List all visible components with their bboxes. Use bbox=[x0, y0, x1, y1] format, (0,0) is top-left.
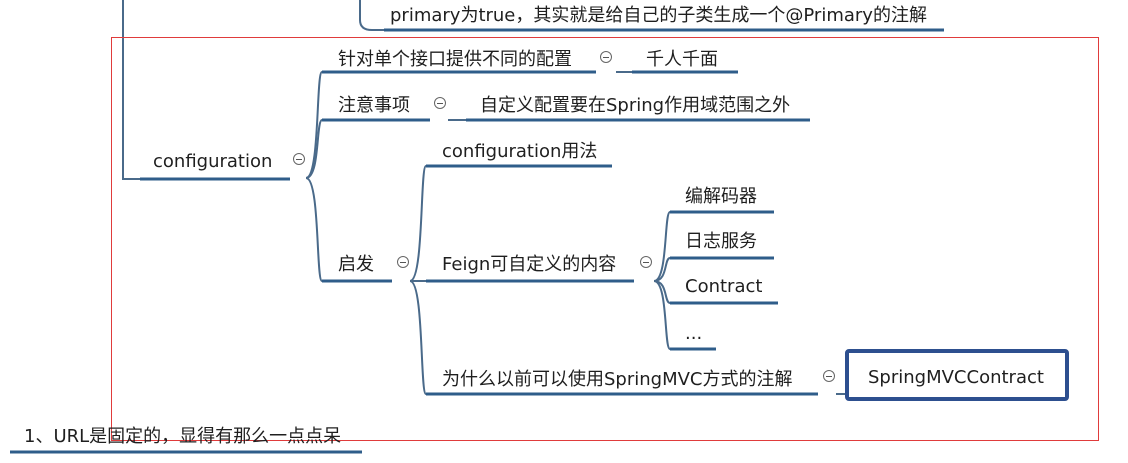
connector-parent-to-root bbox=[122, 0, 140, 180]
node-inspiration[interactable]: 启发 bbox=[338, 254, 374, 275]
selection-frame bbox=[111, 37, 1099, 441]
connector-feign-codec bbox=[653, 211, 671, 282]
connector-root-inspiration bbox=[305, 177, 323, 282]
node-bottom-note[interactable]: 1、URL是固定的，显得有那么一点点呆 bbox=[24, 426, 342, 447]
node-configuration-usage[interactable]: configuration用法 bbox=[442, 141, 598, 162]
connector-parent-to-top-note bbox=[359, 0, 384, 31]
node-springmvc-contract[interactable]: SpringMVCContract bbox=[868, 367, 1044, 388]
node-root-configuration[interactable]: configuration bbox=[153, 151, 273, 172]
connector-feign-logger bbox=[653, 257, 671, 282]
connector-inspiration-why bbox=[409, 280, 427, 395]
connector-feign-more bbox=[653, 280, 671, 350]
collapse-notes-icon[interactable] bbox=[434, 97, 446, 109]
connector-root-per-interface bbox=[305, 71, 323, 179]
collapse-per-interface-icon[interactable] bbox=[600, 51, 612, 63]
node-feign-item-logger[interactable]: 日志服务 bbox=[685, 231, 757, 252]
node-feign-item-contract[interactable]: Contract bbox=[685, 276, 763, 297]
connector-inspiration-usage bbox=[409, 165, 427, 282]
collapse-root-icon[interactable] bbox=[293, 153, 305, 165]
node-feign-customizable[interactable]: Feign可自定义的内容 bbox=[442, 254, 617, 275]
node-per-interface-child[interactable]: 千人千面 bbox=[646, 49, 718, 70]
collapse-inspiration-icon[interactable] bbox=[397, 256, 409, 268]
node-per-interface-config[interactable]: 针对单个接口提供不同的配置 bbox=[338, 49, 572, 70]
highlight-frame bbox=[845, 349, 1069, 401]
node-notes[interactable]: 注意事项 bbox=[338, 95, 410, 116]
node-feign-item-more[interactable]: ... bbox=[685, 323, 703, 344]
connector-root-notes bbox=[305, 119, 323, 179]
node-why-springmvc[interactable]: 为什么以前可以使用SpringMVC方式的注解 bbox=[442, 369, 793, 390]
node-top-note[interactable]: primary为true，其实就是给自己的子类生成一个@Primary的注解 bbox=[390, 5, 927, 26]
collapse-why-icon[interactable] bbox=[823, 370, 835, 382]
node-feign-item-codec[interactable]: 编解码器 bbox=[685, 186, 757, 207]
node-notes-child[interactable]: 自定义配置要在Spring作用域范围之外 bbox=[480, 95, 791, 116]
collapse-feign-icon[interactable] bbox=[640, 256, 652, 268]
